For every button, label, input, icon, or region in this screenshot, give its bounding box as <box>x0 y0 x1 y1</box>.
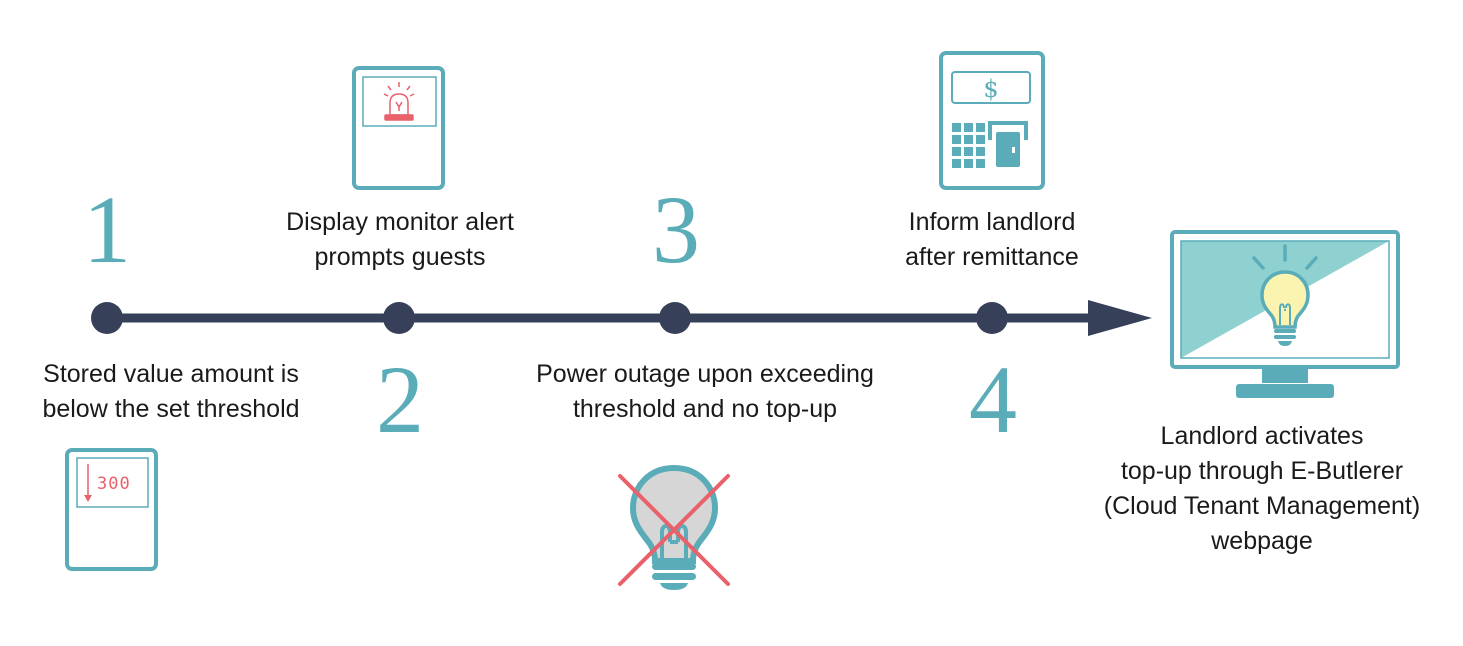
step-label-1-line-1: Stored value amount is <box>43 360 299 388</box>
step-number-4: 4 <box>969 346 1017 453</box>
step-label-3-line-2: threshold and no top-up <box>572 395 838 423</box>
final-label-line-1: Landlord activates <box>1160 422 1364 450</box>
timeline-node-4 <box>976 302 1008 334</box>
step-label-3-line-1: Power outage upon exceeding <box>536 360 874 388</box>
step-label-4-line-1: Inform landlord <box>908 208 1076 236</box>
step-label-2-line-2: prompts guests <box>314 243 486 271</box>
step-label-2-line-1: Display monitor alert <box>286 208 514 236</box>
step-number-2: 2 <box>376 346 424 453</box>
timeline-node-1 <box>91 302 123 334</box>
step-number-3: 3 <box>652 176 700 283</box>
step-label-1-line-2: below the set threshold <box>42 395 300 423</box>
keypad-icon <box>952 123 985 168</box>
atm-icon: $ <box>939 51 1045 190</box>
cross-mark-icon <box>618 474 730 586</box>
final-label-line-2: top-up through E-Butlerer <box>1120 457 1404 485</box>
timeline-node-2 <box>383 302 415 334</box>
final-label: Landlord activates top-up through E-Butl… <box>1060 419 1463 559</box>
dollar-sign: $ <box>983 75 998 103</box>
step-label-4-line-2: after remittance <box>905 243 1079 271</box>
siren-icon <box>383 82 415 121</box>
crossed-bulb-icon <box>618 464 730 590</box>
step-number-1: 1 <box>83 176 131 283</box>
alarm-meter-icon <box>352 66 445 190</box>
monitor-bulb-icon <box>1170 230 1400 398</box>
step-label-4: Inform landlord after remittance <box>862 205 1122 275</box>
step-label-1: Stored value amount is below the set thr… <box>0 357 342 427</box>
idea-bulb-icon <box>1252 244 1318 346</box>
final-label-line-3: (Cloud Tenant Management) <box>1103 492 1421 520</box>
step-label-2: Display monitor alert prompts guests <box>240 205 560 275</box>
step-label-3: Power outage upon exceeding threshold an… <box>485 357 925 427</box>
lightbulb-icon <box>629 464 719 590</box>
timeline-node-3 <box>659 302 691 334</box>
card-slot-icon <box>988 121 1028 167</box>
final-label-line-4: webpage <box>1211 527 1313 555</box>
timeline-arrowhead <box>1088 300 1152 336</box>
meter-300-icon: 300 <box>65 448 158 571</box>
meter-reading: 300 <box>97 474 131 494</box>
